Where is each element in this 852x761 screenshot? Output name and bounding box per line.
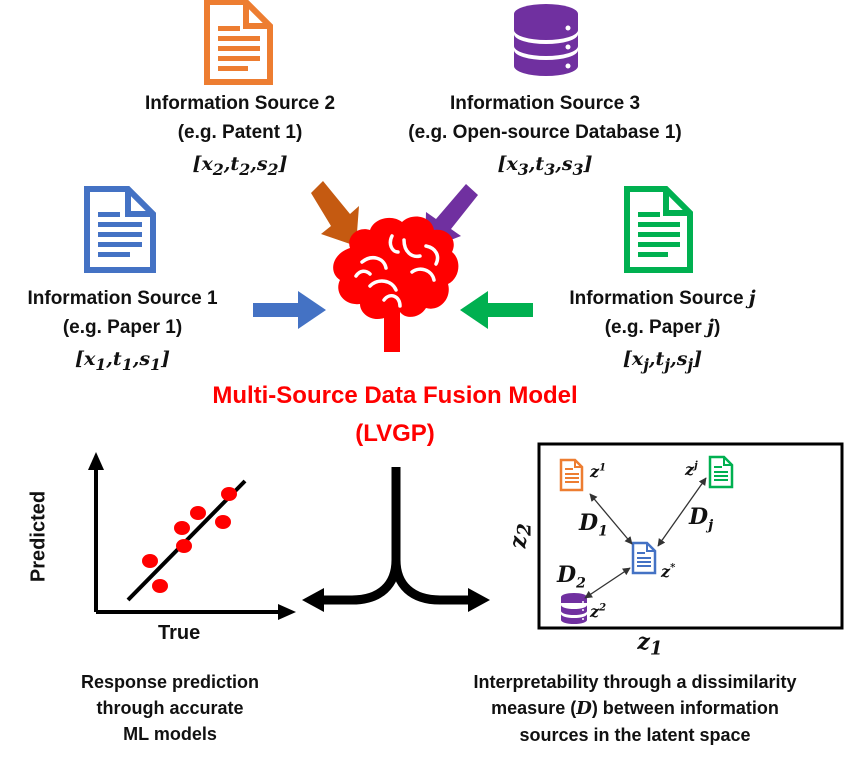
source-j-example: (e.g. Paper j) <box>604 316 721 338</box>
data-point <box>174 521 190 535</box>
fork-arrow <box>302 467 490 612</box>
latent-space-box <box>537 442 844 630</box>
distance-arrow-2 <box>584 567 631 599</box>
data-point <box>176 539 192 553</box>
data-point <box>221 487 237 501</box>
prediction-points <box>142 487 237 593</box>
distance-label-dj: Dj <box>689 504 714 534</box>
latent-paper-j-icon <box>708 455 734 489</box>
prediction-xlabel: True <box>158 622 201 644</box>
source-2-example: (e.g. Patent 1) <box>177 122 303 143</box>
latent-patent-icon <box>559 458 584 492</box>
source-2-title: Information Source 2 <box>144 93 336 114</box>
latent-point-zj: zj <box>685 460 698 479</box>
source-3-title: Information Source 3 <box>449 93 641 114</box>
patent-document-icon <box>204 0 273 85</box>
arrow-from-source-2 <box>311 181 359 246</box>
distance-label-d2: D2 <box>557 562 586 592</box>
arrow-from-source-j <box>460 291 533 329</box>
distance-arrow-1 <box>589 493 633 545</box>
latent-paper-icon <box>631 541 657 575</box>
left-caption: Response prediction through accurate ML … <box>80 672 260 744</box>
right-caption: Interpretability through a dissimilarity… <box>473 672 797 745</box>
distance-arrow-j <box>657 477 707 547</box>
distance-label-d1: D1 <box>579 510 608 540</box>
brain-icon <box>333 216 459 352</box>
latent-point-zstar: z* <box>661 562 676 581</box>
latent-xaxis-label: z1 <box>637 629 663 660</box>
source-3-vector: [x3,t3,s3] <box>497 153 593 179</box>
paper-document-icon <box>84 186 156 273</box>
latent-database-icon <box>561 593 587 624</box>
data-point <box>142 554 158 568</box>
source-3-example: (e.g. Open-source Database 1) <box>408 122 682 143</box>
source-2-vector: [x2,t2,s2] <box>192 153 288 179</box>
data-point <box>152 579 168 593</box>
source-1-title: Information Source 1 <box>27 288 218 309</box>
latent-point-z2: z2 <box>590 602 607 621</box>
source-j-title: Information Source j <box>569 287 756 309</box>
prediction-plot-axes <box>88 452 296 620</box>
model-title: Multi-Source Data Fusion Model <box>212 382 578 409</box>
latent-yaxis-label: z2 <box>505 523 536 549</box>
source-1-vector: [x1,t1,s1] <box>74 348 171 374</box>
source-j-vector: [xj,tj,sj] <box>622 348 703 374</box>
prediction-ylabel: Predicted <box>27 490 50 583</box>
paper-j-document-icon <box>624 186 693 273</box>
model-subtitle: (LVGP) <box>355 420 435 447</box>
latent-point-z1: z1 <box>590 462 607 481</box>
database-icon <box>514 4 578 76</box>
data-point <box>215 515 231 529</box>
source-1-example: (e.g. Paper 1) <box>62 317 183 338</box>
arrow-from-source-1 <box>253 291 326 329</box>
data-point <box>190 506 206 520</box>
